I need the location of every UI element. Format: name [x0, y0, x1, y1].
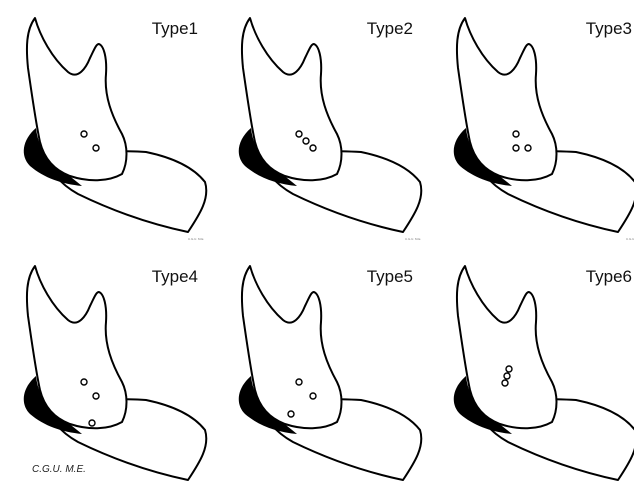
watermark-mark: C.G.U. M.E. — [626, 237, 634, 241]
implant-hole — [502, 380, 508, 386]
watermark-mark: C.G.U. M.E. — [405, 237, 421, 241]
implant-hole — [288, 411, 294, 417]
implant-hole — [513, 145, 519, 151]
implant-hole — [525, 145, 531, 151]
implant-hole — [506, 366, 512, 372]
implant-hole — [89, 420, 95, 426]
panel-label: Type5 — [367, 267, 413, 286]
panel-label: Type1 — [152, 19, 198, 38]
implant-hole — [504, 373, 510, 379]
implant-hole — [303, 138, 309, 144]
implant-hole — [310, 393, 316, 399]
implant-hole — [513, 131, 519, 137]
implant-hole — [93, 145, 99, 151]
panel-type6: Type6 — [454, 266, 634, 480]
implant-hole — [296, 131, 302, 137]
panel-type2: Type2 C.G.U. M.E. — [239, 18, 422, 241]
implant-hole — [81, 131, 87, 137]
credit-label: C.G.U. M.E. — [32, 464, 86, 475]
panel-label: Type6 — [586, 267, 632, 286]
implant-hole — [296, 379, 302, 385]
panel-type3: Type3 C.G.U. M.E. — [454, 18, 634, 241]
implant-hole — [81, 379, 87, 385]
panel-type1: Type1 C.G.U. M.E. — [24, 18, 207, 241]
implant-hole — [310, 145, 316, 151]
implant-hole — [93, 393, 99, 399]
panel-type4: Type4 — [24, 266, 207, 480]
panel-label: Type2 — [367, 19, 413, 38]
watermark-mark: C.G.U. M.E. — [188, 237, 204, 241]
panel-label: Type3 — [586, 19, 632, 38]
panel-label: Type4 — [152, 267, 198, 286]
panel-type5: Type5 — [239, 266, 422, 480]
